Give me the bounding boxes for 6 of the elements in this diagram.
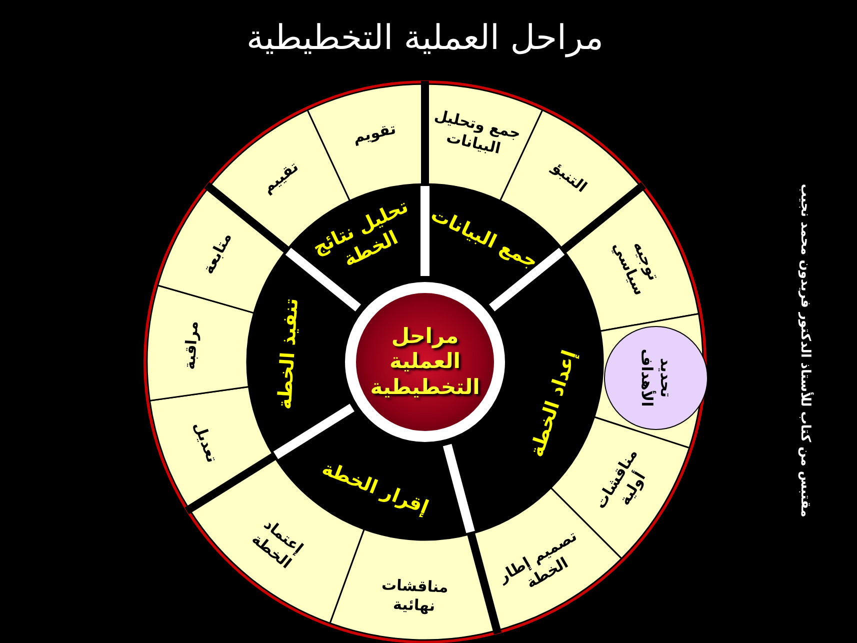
segment-label: مراقبة <box>178 298 204 394</box>
diagram-title: مراحل العملية التخطيطية <box>246 18 604 58</box>
segment-label: إعداد الخطة <box>524 343 584 465</box>
segment-label: إقرار الخطة <box>314 455 436 522</box>
source-note: مقتبس من كتاب للأستاذ الدكتور فريدون محمد نجيب <box>797 183 812 517</box>
segment-label: تنفيذ الخطة <box>274 292 305 414</box>
